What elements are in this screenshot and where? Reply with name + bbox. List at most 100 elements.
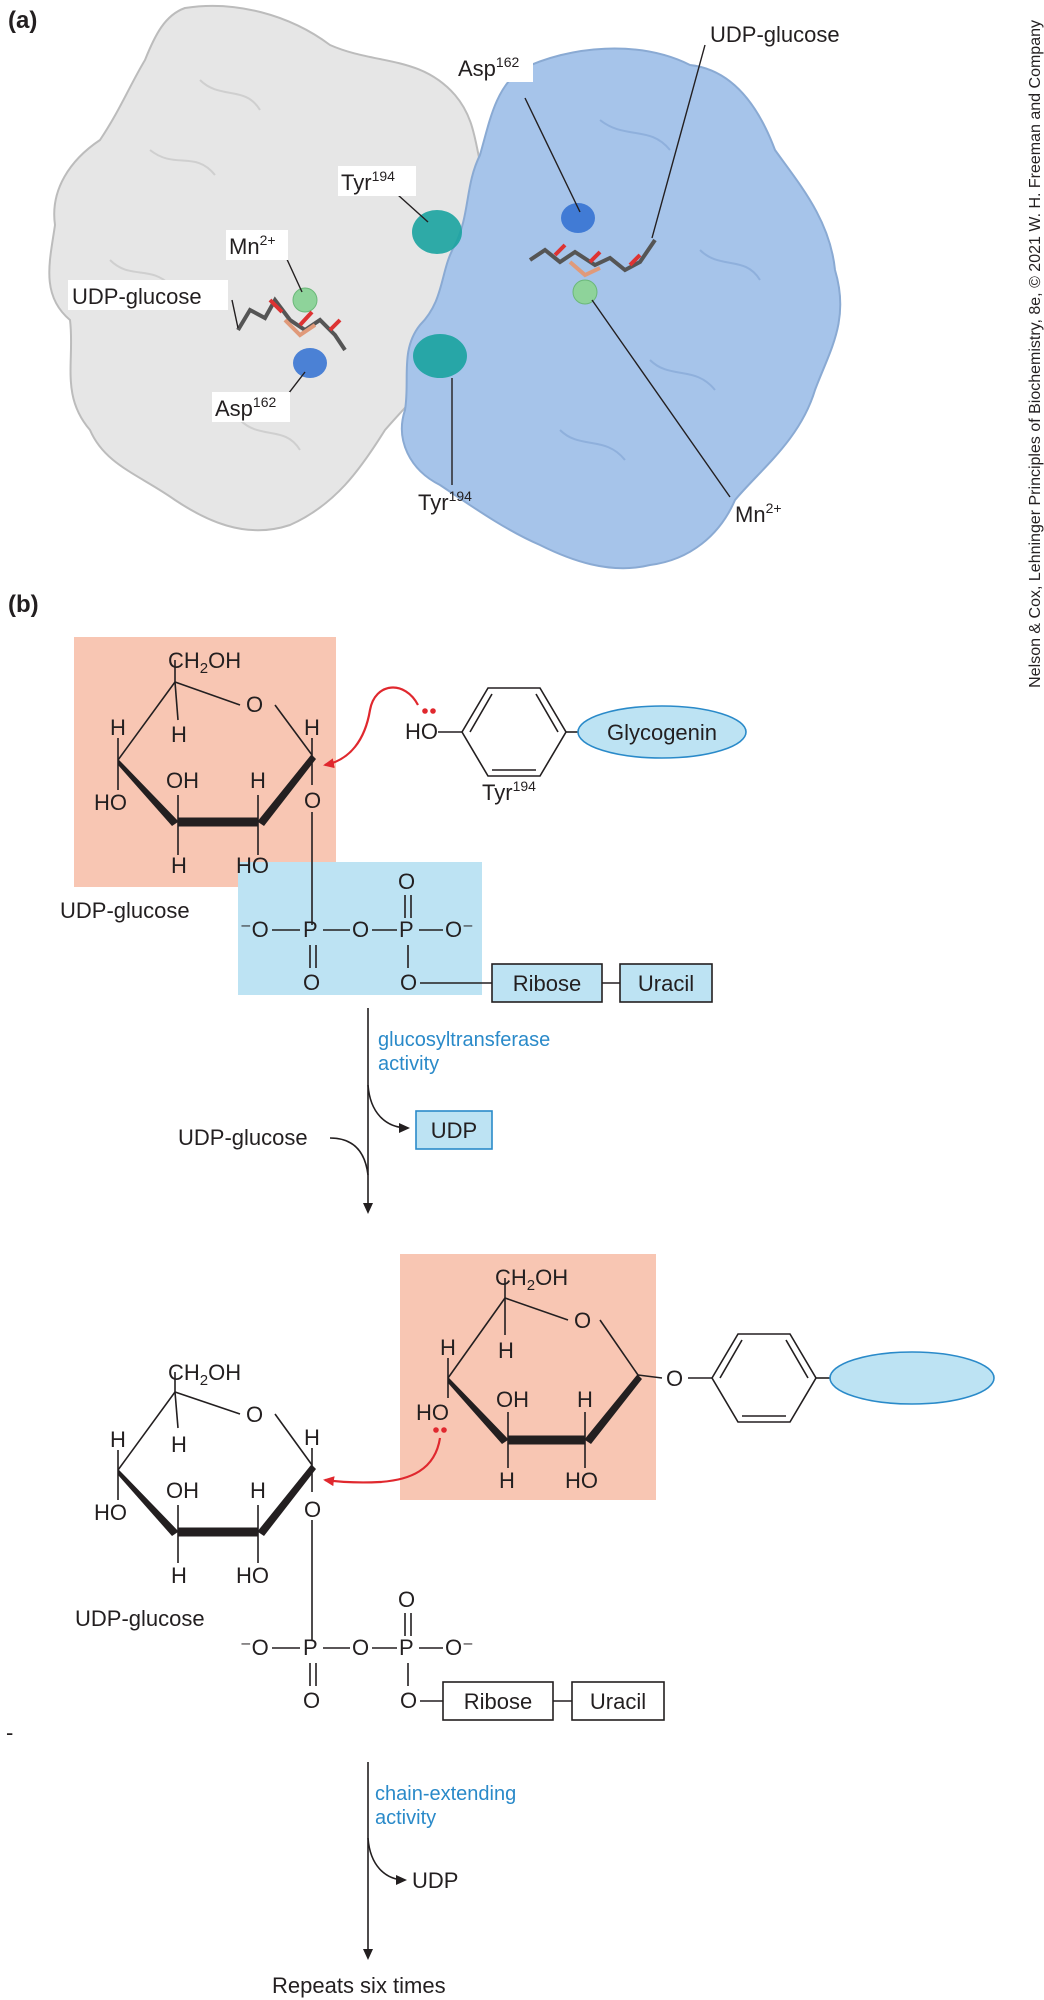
- svg-text:HO: HO: [94, 790, 127, 815]
- label-udp-glucose-left: UDP-glucose: [68, 280, 228, 310]
- glycogenin-ellipse-2: [829, 1351, 995, 1405]
- repeats-six-times-label: Repeats six times: [272, 1973, 446, 1998]
- svg-text:HO: HO: [236, 1563, 269, 1588]
- svg-text:P: P: [399, 1635, 414, 1660]
- svg-text:H: H: [171, 853, 187, 878]
- glucose-ring-1: [117, 660, 316, 925]
- tyr194-phenol-2: [711, 1333, 830, 1423]
- svg-text:O: O: [574, 1308, 591, 1333]
- phosphate-highlight-box: [238, 862, 482, 995]
- svg-text:OH: OH: [496, 1387, 529, 1412]
- svg-text:H: H: [171, 1563, 187, 1588]
- svg-text:Uracil: Uracil: [590, 1689, 646, 1714]
- nucleophilic-attack-arrow-2: [323, 1437, 442, 1487]
- asp162-left-residue: [293, 348, 327, 378]
- glucose-highlight-box-2: [400, 1254, 656, 1500]
- diphosphate-2: ⁻O P O O P O O⁻ O: [240, 1587, 474, 1713]
- nucleophilic-attack-arrow-1: [323, 686, 419, 769]
- glucose-ring-3-atoms: CH2OH O H H H HO OH H O H HO: [94, 1360, 321, 1588]
- svg-text:O: O: [352, 1635, 369, 1660]
- svg-text:P: P: [303, 1635, 318, 1660]
- svg-text:O⁻: O⁻: [445, 1635, 474, 1660]
- udp-release-arrow-1: [367, 1084, 410, 1133]
- svg-text:P: P: [303, 917, 318, 942]
- svg-text:O: O: [398, 1587, 415, 1612]
- svg-text:Asp162: Asp162: [458, 54, 519, 81]
- udp-release-arrow-2: [367, 1837, 407, 1885]
- svg-text:O: O: [398, 869, 415, 894]
- tyr-hydroxyl: HO: [405, 719, 438, 744]
- svg-text:O⁻: O⁻: [445, 917, 474, 942]
- svg-text:O: O: [352, 917, 369, 942]
- svg-text:Uracil: Uracil: [638, 971, 694, 996]
- svg-text:OH: OH: [166, 1478, 199, 1503]
- right-subunit-surface: [400, 47, 842, 570]
- udp-glucose-left-ligand: [236, 296, 347, 352]
- svg-text:O: O: [304, 1497, 321, 1522]
- label-udp-glucose-right: UDP-glucose: [710, 22, 840, 47]
- svg-text:HO: HO: [94, 1500, 127, 1525]
- svg-text:O: O: [303, 970, 320, 995]
- left-subunit-surface: [48, 4, 507, 532]
- uracil-box-2: Uracil: [571, 1681, 665, 1721]
- glycogenin-ellipse: Glycogenin: [577, 705, 747, 759]
- svg-text:H: H: [304, 1425, 320, 1450]
- tyr194-phenol: [438, 687, 578, 777]
- svg-text:Ribose: Ribose: [464, 1689, 532, 1714]
- svg-text:O: O: [400, 970, 417, 995]
- glucosyltransferase-label: glucosyltransferase: [378, 1029, 550, 1051]
- svg-text:H: H: [171, 1432, 187, 1457]
- svg-text:⁻O: ⁻O: [240, 1635, 269, 1660]
- ribose-box-1: Ribose: [491, 963, 603, 1003]
- svg-text:Glycogenin: Glycogenin: [607, 720, 717, 745]
- svg-text:Asp162: Asp162: [215, 394, 276, 421]
- svg-text:H: H: [110, 715, 126, 740]
- svg-text:CH2OH: CH2OH: [168, 648, 241, 677]
- panel-b-tag: (b): [8, 591, 39, 618]
- svg-text:O: O: [246, 692, 263, 717]
- svg-text:HO: HO: [416, 1400, 449, 1425]
- udp-output-2: UDP: [412, 1868, 458, 1893]
- svg-text:HO: HO: [565, 1468, 598, 1493]
- svg-text:CH2OH: CH2OH: [168, 1360, 241, 1389]
- svg-text:⁻O: ⁻O: [240, 917, 269, 942]
- svg-text:H: H: [499, 1468, 515, 1493]
- udp-glucose-label-2: UDP-glucose: [75, 1606, 205, 1631]
- label-asp162-left: Asp162: [212, 392, 290, 422]
- svg-text:OH: OH: [166, 768, 199, 793]
- stray-mark: -: [6, 1720, 13, 1745]
- mn-left-ion: [292, 287, 318, 313]
- panel-a-tag: (a): [8, 7, 37, 34]
- glucose-ring-2-atoms: CH2OH O H H HO OH H H HO O: [416, 1265, 683, 1493]
- label-mn-right: Mn2+: [735, 500, 782, 527]
- svg-text:O: O: [304, 788, 321, 813]
- tyr194-bottom-residue: [413, 334, 467, 378]
- uracil-box-1: Uracil: [619, 963, 713, 1003]
- svg-text:H: H: [498, 1338, 514, 1363]
- ribose-box-2: Ribose: [442, 1681, 554, 1721]
- diphosphate-1: ⁻O P O O P O O⁻ O: [240, 869, 492, 995]
- svg-text:O: O: [246, 1402, 263, 1427]
- label-mn-left: Mn2+: [226, 230, 288, 260]
- activity-label-2: activity: [375, 1807, 436, 1829]
- svg-text:Tyr194: Tyr194: [341, 168, 395, 195]
- label-tyr194-top: Tyr194: [338, 166, 416, 196]
- svg-text:O: O: [400, 1688, 417, 1713]
- chain-extending-label: chain-extending: [375, 1783, 516, 1805]
- svg-text:Mn2+: Mn2+: [229, 232, 276, 259]
- mn-right-ion: [572, 279, 598, 305]
- udp-glucose-input-label: UDP-glucose: [178, 1125, 308, 1150]
- glucose-ring-3: [117, 1372, 316, 1640]
- svg-text:UDP-glucose: UDP-glucose: [72, 284, 202, 309]
- svg-text:H: H: [304, 715, 320, 740]
- svg-text:O: O: [303, 1688, 320, 1713]
- svg-text:HO: HO: [236, 853, 269, 878]
- svg-text:Ribose: Ribose: [513, 971, 581, 996]
- asp162-right-residue: [561, 203, 595, 233]
- svg-text:O: O: [666, 1366, 683, 1391]
- svg-text:P: P: [399, 917, 414, 942]
- label-asp162-right: Asp162: [455, 52, 533, 82]
- tyr194-label: Tyr194: [482, 778, 536, 805]
- svg-text:H: H: [110, 1427, 126, 1452]
